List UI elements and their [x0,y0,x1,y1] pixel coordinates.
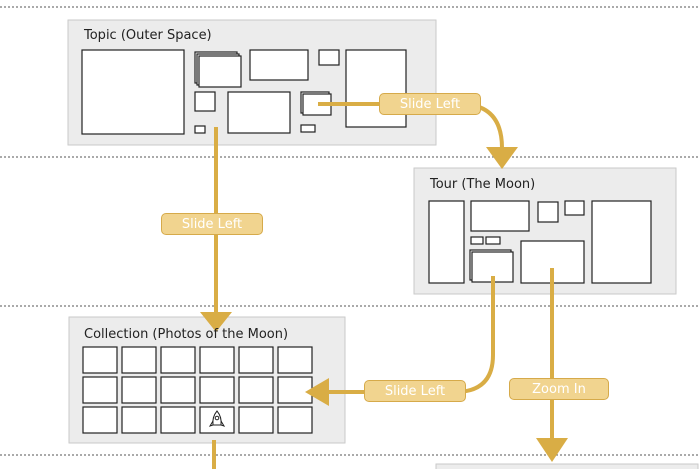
slide-left-label-topic-to-tour: Slide Left [379,93,481,115]
tour-panel [413,167,677,295]
arrow-heads [200,147,568,462]
next-panel-edge [435,463,699,469]
topic-panel [67,19,437,146]
section-dividers [0,6,700,456]
collection-title: Collection (Photos of the Moon) [84,327,289,342]
topic-title: Topic (Outer Space) [84,28,212,43]
zoom-in-label: Zoom In [509,378,609,400]
rocket-icon [208,410,226,427]
slide-left-label-tour-to-collection: Slide Left [364,380,466,402]
collection-grid [82,346,313,434]
collection-panel [68,316,346,444]
tour-thumbnails [428,200,652,284]
slide-left-label-topic-to-collection: Slide Left [161,213,263,235]
tour-title: Tour (The Moon) [430,177,536,192]
topic-thumbnails [81,49,407,135]
